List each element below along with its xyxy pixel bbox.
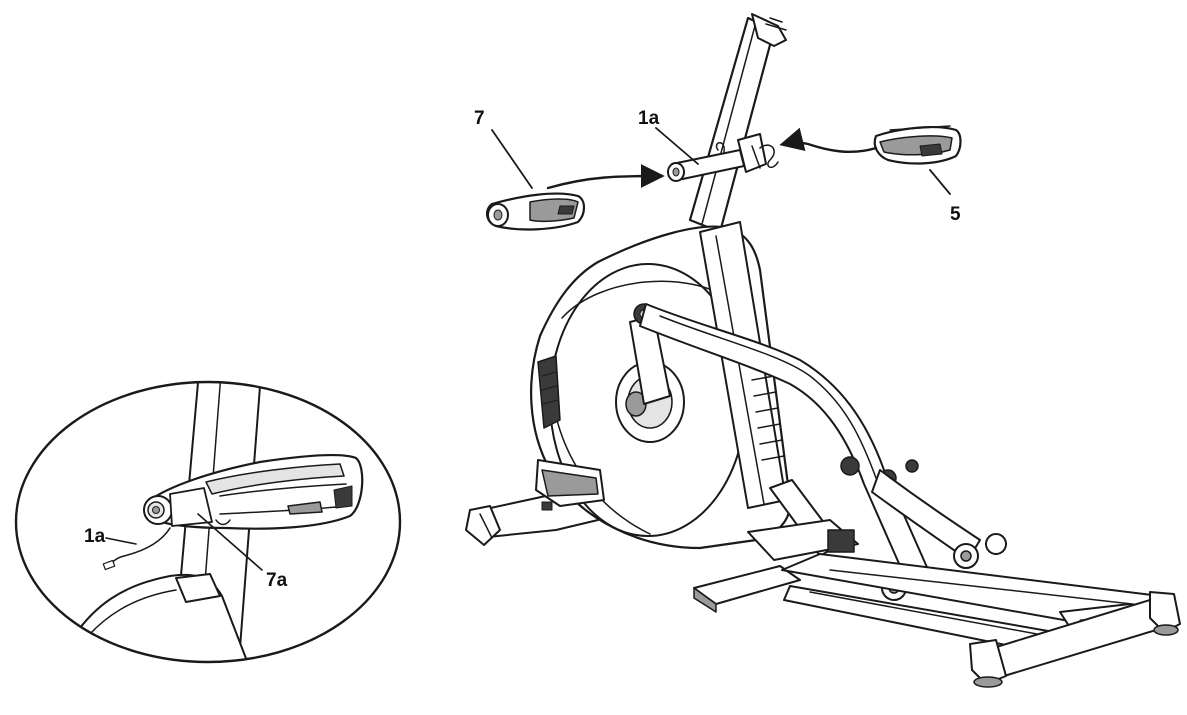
callout-grip-7: 7 xyxy=(474,108,485,129)
console-part xyxy=(873,125,962,165)
elliptical-machine xyxy=(465,13,1181,688)
grip-part xyxy=(486,192,586,231)
leader-lines xyxy=(491,127,951,195)
callout-cable-1a: 1a xyxy=(638,108,660,129)
support-strut xyxy=(747,479,859,561)
base-rails xyxy=(693,553,1181,688)
detail-circle xyxy=(14,380,402,664)
housing-slots xyxy=(751,375,785,461)
handle-tube xyxy=(667,149,745,182)
callout-detail-connector-7a: 7a xyxy=(266,570,288,591)
detail-inset xyxy=(14,380,402,664)
assembly-arrows xyxy=(546,127,878,190)
upright-mast xyxy=(688,13,787,234)
callout-detail-cable-1a: 1a xyxy=(84,526,106,547)
callout-console-5: 5 xyxy=(950,204,961,225)
